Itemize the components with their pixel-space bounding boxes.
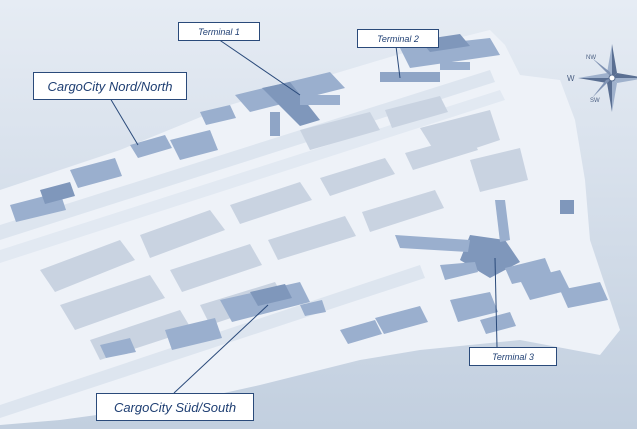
- label-terminal-3: Terminal 3: [469, 347, 557, 366]
- label-terminal-1: Terminal 1: [178, 22, 260, 41]
- leader-terminal-2: [395, 45, 401, 79]
- leader-cargo-south: [173, 304, 269, 394]
- leader-cargo-north: [109, 97, 139, 146]
- compass-rose: NW W SW: [567, 44, 637, 112]
- label-cargo-south: CargoCity Süd/South: [96, 393, 254, 421]
- cargo-north-buildings: [10, 105, 236, 222]
- compass-w: W: [567, 74, 575, 83]
- terminal-1-buildings: [235, 72, 345, 136]
- east-buildings: [450, 200, 608, 334]
- runway-north: [0, 70, 495, 240]
- runway-center: [0, 90, 505, 263]
- compass-sw: SW: [590, 98, 600, 104]
- terminal-3-buildings: [395, 200, 552, 284]
- compass-nw: NW: [586, 55, 596, 61]
- label-cargo-north: CargoCity Nord/North: [33, 72, 187, 100]
- leader-terminal-1: [217, 38, 301, 96]
- leader-lines: [109, 38, 498, 394]
- leader-terminal-3: [494, 257, 498, 348]
- cargo-south-buildings: [100, 282, 428, 358]
- label-terminal-2: Terminal 2: [357, 29, 439, 48]
